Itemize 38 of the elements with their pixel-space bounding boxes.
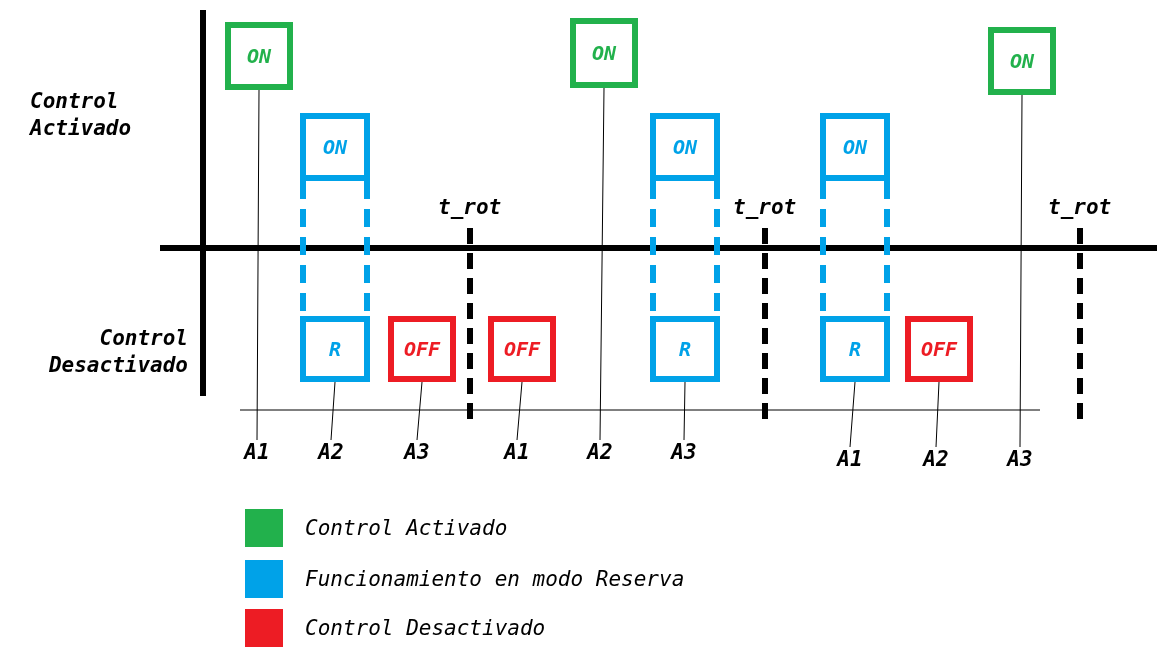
time-marker-label: t_rot bbox=[733, 195, 797, 219]
time-label: A3 bbox=[1005, 447, 1035, 473]
time-label: A2 bbox=[316, 440, 346, 466]
connector-line bbox=[256, 89, 260, 441]
state-box: ON bbox=[225, 22, 293, 90]
state-box: OFF bbox=[488, 316, 556, 382]
connector-line bbox=[516, 381, 523, 441]
time-label: A1 bbox=[835, 447, 865, 473]
connector-line bbox=[330, 381, 336, 441]
state-box: ON bbox=[300, 113, 370, 181]
state-box: OFF bbox=[388, 316, 456, 382]
state-box: ON bbox=[570, 18, 638, 88]
state-box: R bbox=[650, 316, 720, 382]
time-marker-label: t_rot bbox=[1048, 195, 1112, 219]
state-box: R bbox=[820, 316, 890, 382]
time-marker-label: t_rot bbox=[438, 195, 502, 219]
time-label: A2 bbox=[921, 447, 951, 473]
axis-label: Control Desactivado bbox=[47, 325, 188, 379]
connector-line bbox=[1019, 94, 1023, 448]
legend-label: Control Desactivado bbox=[305, 616, 546, 640]
connector-line bbox=[935, 381, 940, 448]
time-label: A2 bbox=[585, 440, 615, 466]
legend-label: Funcionamiento en modo Reserva bbox=[305, 567, 685, 591]
time-label: A1 bbox=[502, 440, 532, 466]
time-label: A3 bbox=[669, 440, 699, 466]
state-box: ON bbox=[650, 113, 720, 181]
state-box: OFF bbox=[905, 316, 973, 382]
state-box: ON bbox=[988, 27, 1056, 95]
time-label: A3 bbox=[402, 440, 432, 466]
time-label: A1 bbox=[242, 440, 272, 466]
axis-label: Control Activado bbox=[30, 88, 133, 142]
state-box: ON bbox=[820, 113, 890, 181]
connector-line bbox=[683, 381, 686, 441]
legend-label: Control Activado bbox=[305, 516, 508, 540]
state-box: R bbox=[300, 316, 370, 382]
connector-line bbox=[416, 381, 423, 441]
connector-line bbox=[599, 87, 605, 441]
connector-line bbox=[849, 381, 856, 448]
